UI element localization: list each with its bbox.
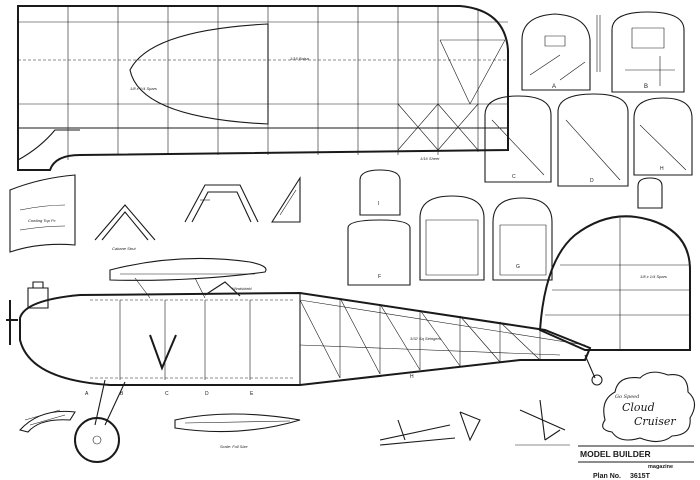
wing-tip-note: 1/16 Sheet [420, 156, 440, 161]
control-horn-detail [379, 419, 456, 446]
former-d: D [557, 93, 629, 187]
former-i: I [359, 169, 401, 216]
title-block: MODEL BUILDER magazine Plan No. 3615T [578, 445, 694, 480]
svg-text:E: E [250, 391, 254, 397]
tail-spar-note: 1/8 x 1/4 Spars [640, 274, 667, 279]
pushrod-detail [515, 399, 570, 446]
magazine-label: magazine [648, 464, 673, 470]
former-small [637, 177, 663, 209]
fuselage-side: 3/32 Sq Stringers A B C D E H [19, 291, 592, 397]
publisher-name: MODEL BUILDER [580, 449, 651, 459]
tail-surface-section: Scale: Full Size [174, 413, 301, 449]
svg-text:A: A [85, 391, 89, 397]
wing-diagonals [397, 39, 506, 151]
main-landing-gear [74, 379, 126, 463]
title-cloud: Go Speed Cloud Cruiser [602, 371, 696, 443]
scale-note: Scale: Full Size [220, 444, 248, 449]
svg-text:C: C [165, 391, 169, 397]
former-e: H [633, 97, 693, 176]
wing-rib-note: 1/16 Balsa [290, 56, 310, 61]
landing-gear-detail [184, 184, 259, 223]
engine [6, 281, 49, 345]
former-f: F [347, 219, 411, 286]
former-c: C [484, 95, 552, 183]
wing-plan: 1/8 x 1/4 Spars 1/16 Balsa 1/16 Sheet [17, 5, 509, 171]
svg-text:B: B [120, 391, 124, 397]
wing-spar-note: 1/8 x 1/4 Spars [130, 86, 157, 91]
tail-wheel [584, 354, 603, 386]
plan-number: 3615T [630, 473, 651, 480]
title-line1: Cloud [622, 401, 655, 414]
gusset-detail [270, 176, 301, 223]
windshield: Windshield [204, 281, 252, 297]
aileron-outline [129, 23, 269, 125]
title-prefix: Go Speed [615, 394, 639, 400]
former-b-label: B [644, 84, 648, 90]
cabane-label: Cabane Strut [112, 246, 136, 251]
former-a-label: A [552, 84, 556, 90]
former-i-label: I [378, 201, 379, 207]
former-d-label: D [590, 178, 594, 184]
former-g [419, 195, 485, 281]
fin-rudder: 1/8 x 1/4 Spars [538, 215, 691, 351]
former-tail: G [492, 197, 553, 281]
main-wheel [74, 417, 120, 463]
v-strut [149, 334, 177, 371]
bellcrank-detail [459, 411, 481, 442]
former-c-label: C [512, 174, 516, 180]
svg-text:H: H [410, 374, 414, 380]
former-a: A [521, 13, 591, 91]
scale-ruler [596, 15, 601, 72]
former-h-label: H [660, 166, 664, 172]
wing-ribs [67, 6, 479, 160]
former-b: B [611, 11, 685, 93]
wheel-pant-detail [18, 409, 76, 433]
former-g-label: G [516, 264, 520, 270]
svg-text:D: D [205, 391, 209, 397]
stringer-note: 3/32 Sq Stringers [410, 336, 441, 341]
title-line2: Cruiser [634, 415, 676, 428]
cowling-piece: Cowling Top Pc [9, 174, 76, 253]
former-f-label: F [378, 274, 381, 280]
fuselage-truss [299, 297, 541, 379]
cabane-strut: Cabane Strut [94, 204, 156, 251]
windshield-label: Windshield [232, 286, 252, 291]
cowling-label: Cowling Top Pc [28, 218, 56, 223]
station-letters: A B C D E H [85, 374, 414, 397]
wing-section [109, 257, 267, 299]
plan-label: Plan No. [593, 473, 621, 480]
